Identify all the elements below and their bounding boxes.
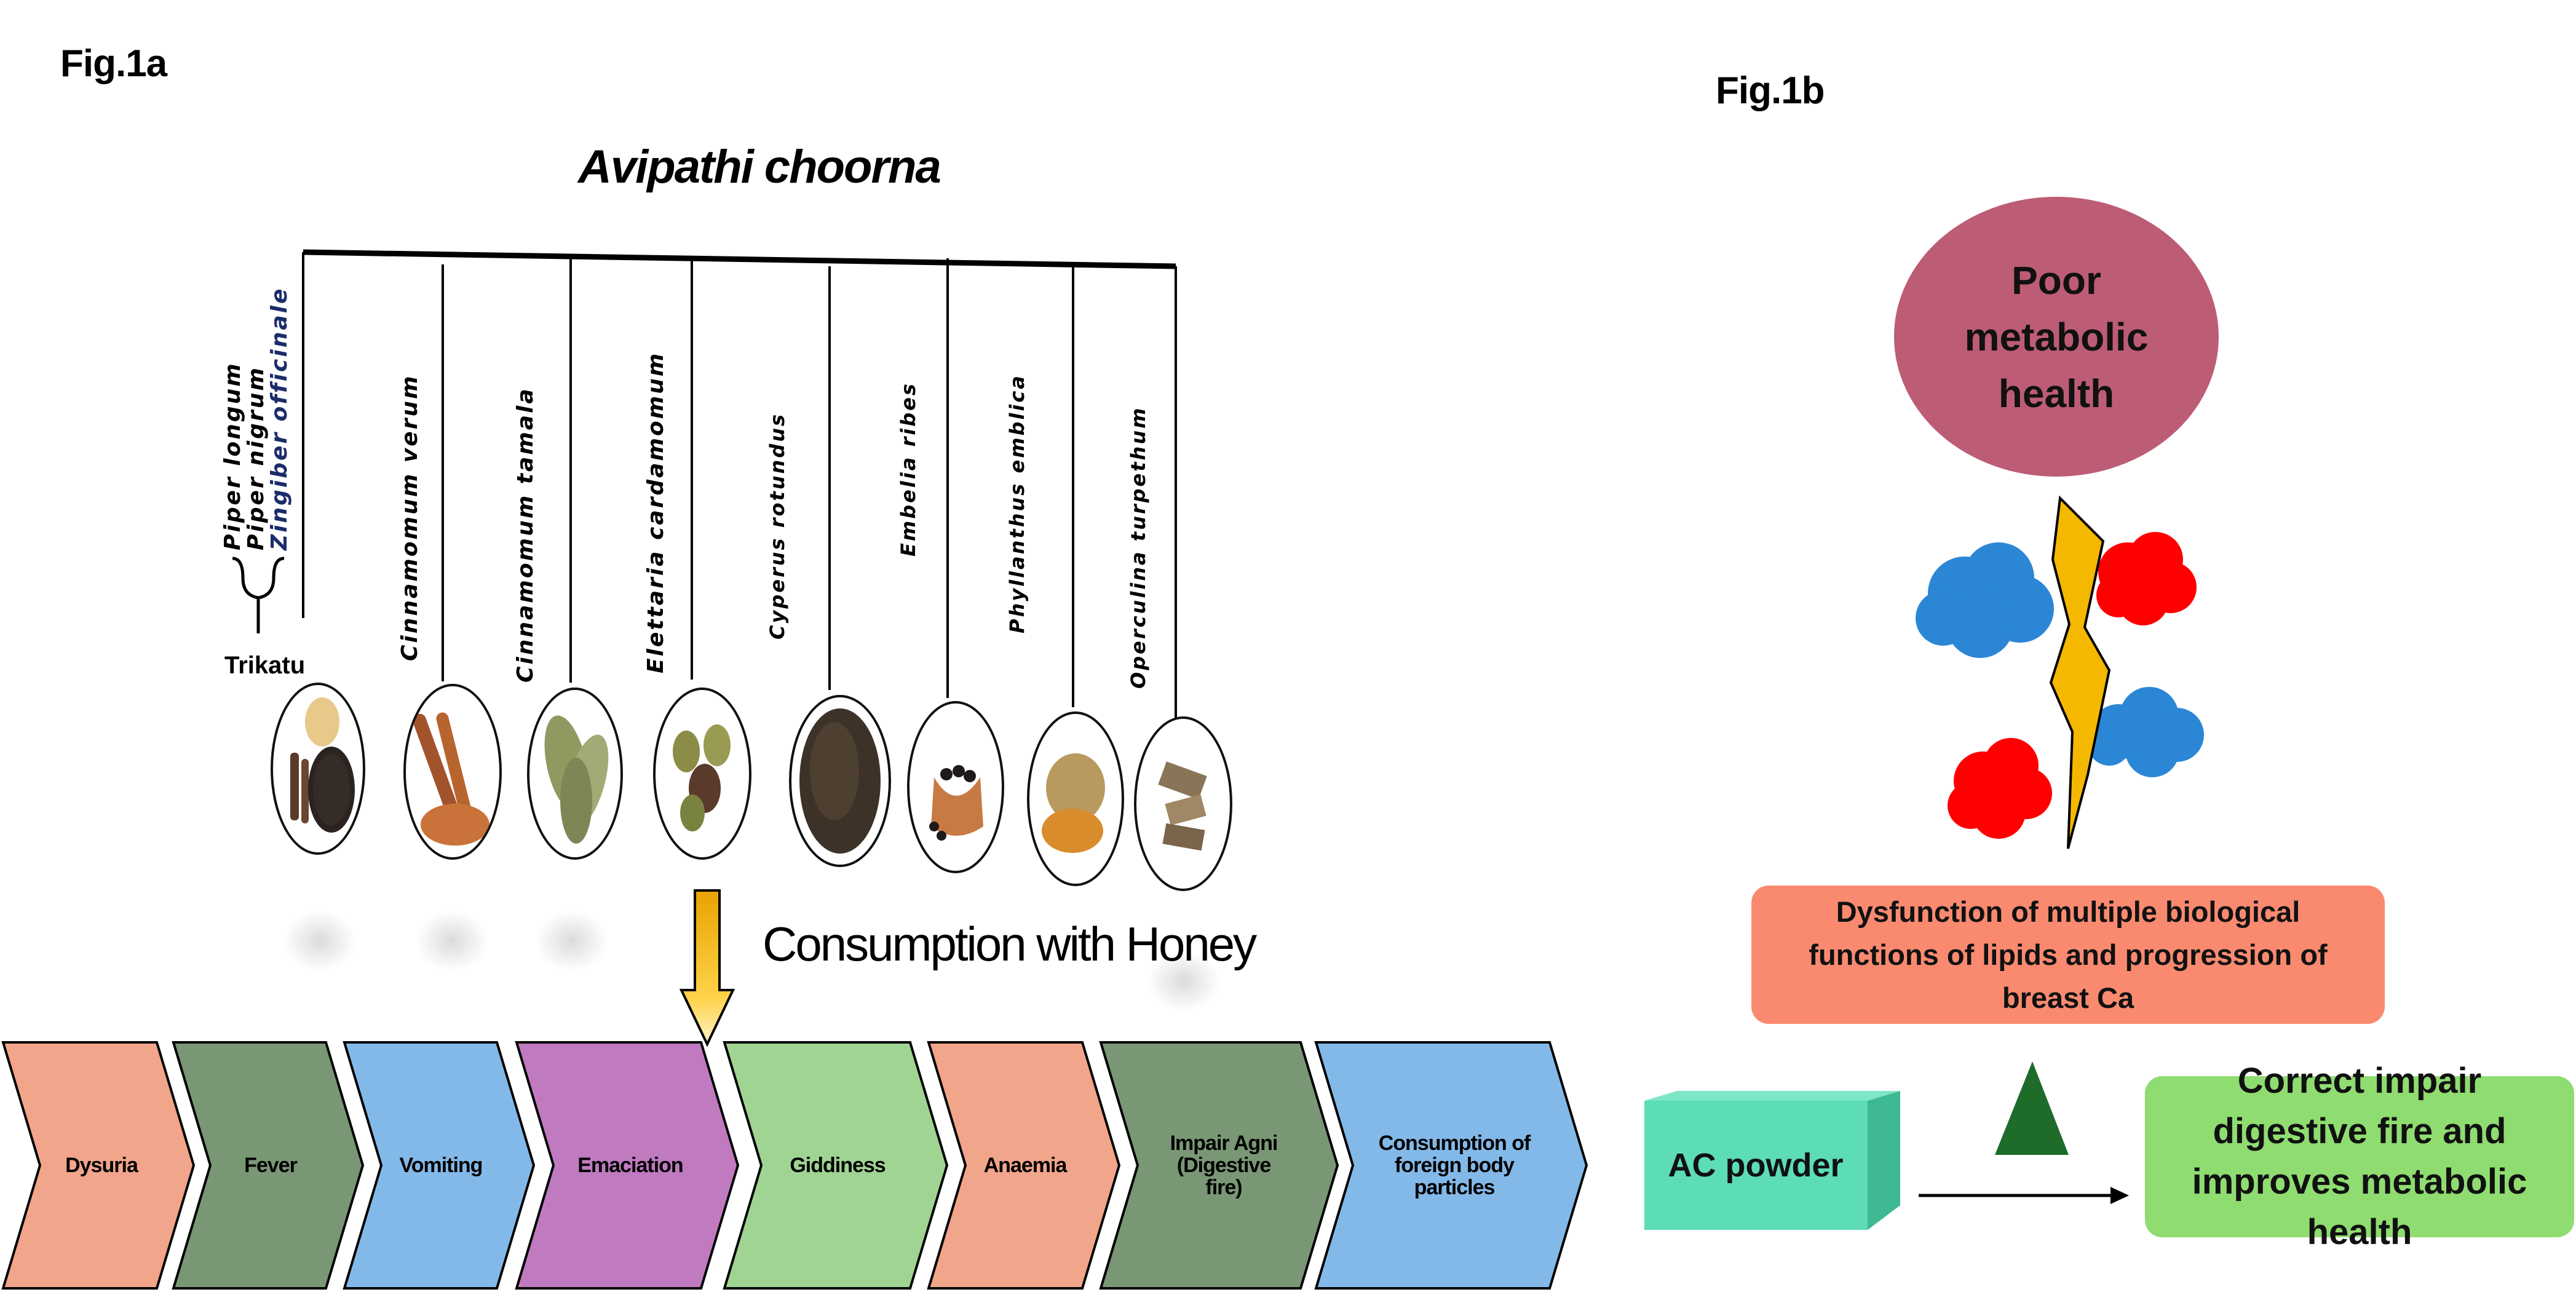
- condition-label: Consumption of foreign body particles: [1378, 1132, 1531, 1199]
- embelia-image: [907, 701, 1004, 873]
- herb-elettaria-cardamomum: Elettaria cardamomum: [643, 351, 668, 673]
- condition-label: Vomiting: [399, 1154, 483, 1177]
- green-triangle: [1995, 1061, 2069, 1155]
- trikatu-herb-names: Piper longum Piper nigrum Zingiber offic…: [220, 206, 292, 550]
- herb-piper-longum: Piper longum: [220, 362, 245, 550]
- outcome-box: Correct impair digestive fire and improv…: [2145, 1061, 2574, 1252]
- herb-phyllanthus-emblica: Phyllanthus emblica: [1005, 374, 1029, 633]
- condition-label: Dysuria: [65, 1154, 138, 1177]
- consumption-honey-label: Consumption with Honey: [763, 917, 1257, 971]
- herb-piper-nigrum: Piper nigrum: [244, 366, 269, 550]
- bay-leaf-image: [527, 688, 623, 860]
- chevron-dysuria: [1, 1041, 196, 1290]
- condition-label: Emaciation: [577, 1154, 683, 1177]
- cardamom-image: [653, 688, 751, 860]
- herb-cinnamomum-verum: Cinnamomum verum: [397, 374, 422, 661]
- condition-label: Impair Agni (Digestive fire): [1170, 1132, 1278, 1199]
- chevron-emaciation: [515, 1041, 740, 1290]
- stress-illustration: [1916, 495, 2204, 849]
- conditions-chevron-row: [1, 1041, 1588, 1290]
- herb-operculina-turpethum: Operculina turpethum: [1127, 406, 1150, 689]
- condition-label: Anaemia: [983, 1154, 1068, 1177]
- operculina-image: [1134, 716, 1232, 891]
- cinnamon-image: [403, 684, 502, 860]
- diagram-title: Avipathi choorna: [578, 141, 941, 193]
- herb-zingiber-officinale: Zingiber officinale: [267, 287, 292, 550]
- lightning-bolt: [2049, 495, 2111, 849]
- chevron-fever: [172, 1041, 365, 1290]
- chevron-anaemia: [927, 1041, 1121, 1290]
- red-cloud: [2096, 532, 2197, 625]
- herb-cyperus-rotundus: Cyperus rotundus: [766, 412, 789, 640]
- red-cloud: [1948, 738, 2052, 839]
- poor-metabolic-health-label: Poor metabolic health: [1964, 258, 2149, 416]
- photo-shadow: [415, 910, 489, 972]
- dysfunction-box: Dysfunction of multiple biological funct…: [1751, 886, 2385, 1024]
- ac-powder-label: AC powder: [1668, 1147, 1844, 1184]
- herb-tree-lines: [232, 249, 1177, 719]
- poor-metabolic-health-ellipse: Poor metabolic health: [1894, 197, 2219, 477]
- fig-1a-label: Fig.1a: [60, 42, 167, 85]
- photo-shadow: [1147, 950, 1221, 1012]
- herb-embelia-ribes: Embelia ribes: [897, 382, 920, 557]
- chevron-giddiness: [723, 1041, 949, 1290]
- condition-label: Giddiness: [790, 1154, 886, 1177]
- trikatu-label: Trikatu: [224, 652, 306, 679]
- ac-to-outcome-arrow: [1919, 1187, 2129, 1204]
- photo-shadow: [535, 910, 609, 972]
- herb-cinnamomum-tamala: Cinnamomum tamala: [513, 387, 538, 683]
- blue-cloud: [1916, 542, 2054, 658]
- photo-shadow: [283, 910, 357, 972]
- trikatu-image: [271, 683, 365, 855]
- condition-label: Fever: [244, 1154, 298, 1177]
- amla-image: [1027, 712, 1124, 886]
- cyperus-image: [789, 695, 891, 867]
- chevron-impair-agni: [1099, 1041, 1339, 1290]
- blue-cloud: [2088, 687, 2204, 777]
- honey-arrow: [679, 889, 735, 1047]
- chevron-vomiting: [343, 1041, 536, 1290]
- ac-powder-block: [1644, 1091, 1900, 1230]
- fig-1b-label: Fig.1b: [1716, 69, 1825, 112]
- chevron-foreign-body: [1314, 1041, 1588, 1290]
